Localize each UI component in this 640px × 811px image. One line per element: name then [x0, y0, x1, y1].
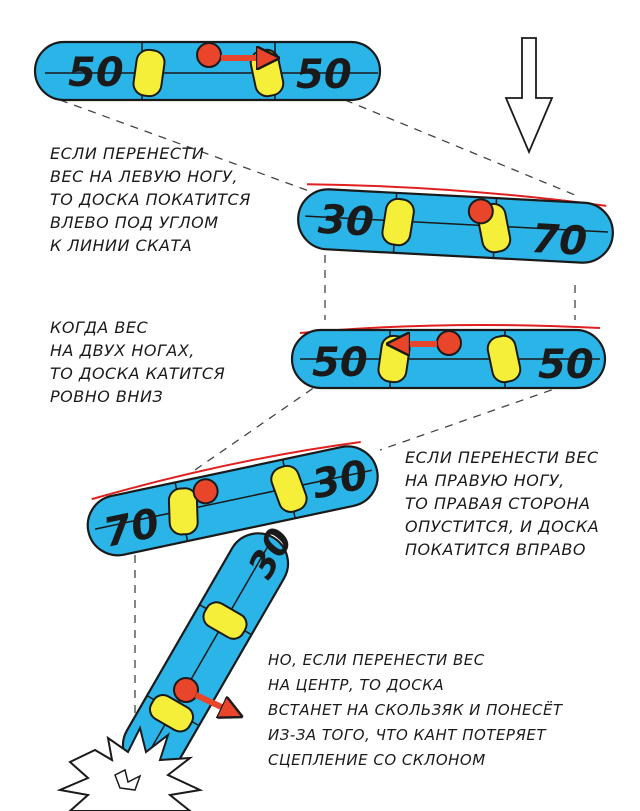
board-3-left-value: 50 [312, 340, 368, 386]
hollow-down-arrow-icon [504, 37, 554, 155]
board-4-left-value: 70 [100, 500, 164, 557]
caption-line: ВЕС НА ЛЕВУЮ НОГУ, [50, 167, 239, 186]
caption-line: ОПУСТИТСЯ, И ДОСКА [405, 517, 600, 536]
caption-line: ЕСЛИ ПЕРЕНЕСТИ ВЕС [405, 448, 599, 467]
board-4-right-value: 30 [308, 452, 372, 509]
caption-line: НА ЦЕНТР, ТО ДОСКА [268, 676, 445, 694]
board-1-left-value: 50 [68, 50, 124, 96]
caption-line: НО, ЕСЛИ ПЕРЕНЕСТИ ВЕС [268, 651, 485, 669]
caption-center-weight: НО, ЕСЛИ ПЕРЕНЕСТИ ВЕС НА ЦЕНТР, ТО ДОСК… [268, 648, 563, 773]
caption-both-legs: КОГДА ВЕС НА ДВУХ НОГАХ, ТО ДОСКА КАТИТС… [50, 316, 225, 408]
caption-line: НА ПРАВУЮ НОГУ, [405, 471, 565, 490]
caption-line: ВЛЕВО ПОД УГЛОМ [50, 213, 219, 232]
dashed-guide-lines [59, 99, 581, 740]
caption-right-weight: ЕСЛИ ПЕРЕНЕСТИ ВЕС НА ПРАВУЮ НОГУ, ТО ПР… [405, 446, 599, 561]
caption-line: ТО ДОСКА ПОКАТИТСЯ [50, 190, 251, 209]
caption-line: ВСТАНЕТ НА СКОЛЬЗЯК И ПОНЕСЁТ [268, 701, 563, 719]
board-2-right-value: 70 [530, 216, 588, 265]
caption-line: ПОКАТИТСЯ ВПРАВО [405, 540, 586, 559]
caption-left-weight: ЕСЛИ ПЕРЕНЕСТИ ВЕС НА ЛЕВУЮ НОГУ, ТО ДОС… [50, 142, 251, 257]
crash-burst-icon [56, 725, 204, 811]
caption-line: СЦЕПЛЕНИЕ СО СКЛОНОМ [268, 751, 486, 769]
caption-line: ЕСЛИ ПЕРЕНЕСТИ [50, 144, 205, 163]
board-2-left-value: 30 [317, 197, 375, 246]
caption-line: ТО ПРАВАЯ СТОРОНА [405, 494, 591, 513]
caption-line: ТО ДОСКА КАТИТСЯ [50, 364, 226, 383]
board-1-right-value: 50 [296, 52, 352, 98]
board-3-right-value: 50 [538, 342, 594, 388]
board-4: 70 30 [86, 440, 379, 557]
caption-line: К ЛИНИИ СКАТА [50, 236, 193, 255]
caption-line: КОГДА ВЕС [50, 318, 149, 337]
caption-line: НА ДВУХ НОГАХ, [50, 341, 195, 360]
board-2: 30 70 [297, 183, 614, 265]
board-3: 50 50 [290, 323, 607, 390]
caption-line: ИЗ-ЗА ТОГО, ЧТО КАНТ ПОТЕРЯЕТ [268, 726, 547, 744]
caption-line: РОВНО ВНИЗ [50, 387, 164, 406]
board-1: 50 50 [33, 40, 382, 102]
